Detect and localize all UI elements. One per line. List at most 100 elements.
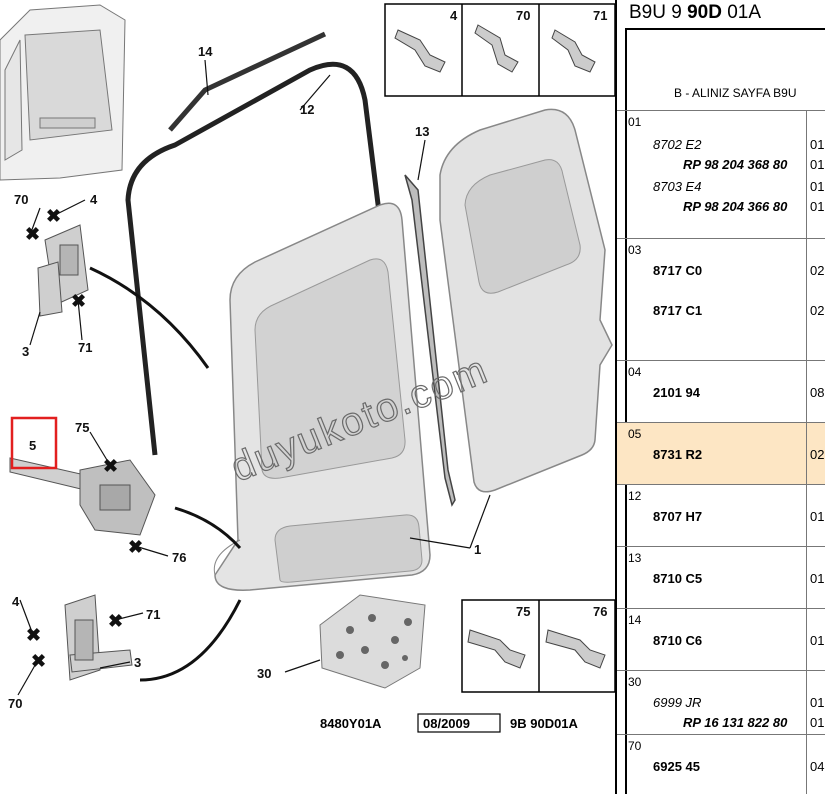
svg-text:✖: ✖ bbox=[26, 625, 41, 645]
part-quantity: 02 bbox=[810, 263, 825, 278]
part-quantity: 01 bbox=[810, 509, 825, 524]
qty-column-divider bbox=[806, 735, 807, 794]
van-thumbnail bbox=[0, 4, 126, 181]
part-number: 8710 C5 bbox=[653, 571, 703, 586]
parts-row-05[interactable]: 05 8731 R2 02 bbox=[617, 422, 825, 484]
part-quantity: 01 bbox=[810, 633, 825, 648]
footer-date: 08/2009 bbox=[423, 716, 470, 731]
part-quantity: 01 bbox=[810, 199, 825, 214]
screw-box-4-70-71 bbox=[384, 3, 615, 97]
callout-71-lower[interactable]: 71 bbox=[146, 607, 160, 622]
callout-4-lower[interactable]: 4 bbox=[12, 594, 20, 609]
diagram-canvas: ✖ ✖ ✖ ✖ ✖ ✖ ✖ ✖ 14 12 13 1 70 4 3 71 5 7 bbox=[0, 3, 615, 733]
callout-3-lower[interactable]: 3 bbox=[134, 655, 141, 670]
parts-row-12[interactable]: 12 8707 H7 01 bbox=[617, 484, 825, 546]
hinge-guide-line-lower bbox=[139, 599, 242, 682]
box-label-71[interactable]: 71 bbox=[593, 8, 607, 23]
parts-row-14[interactable]: 14 8710 C6 01 bbox=[617, 608, 825, 670]
header-divider bbox=[625, 28, 825, 30]
row-reference-number: 04 bbox=[628, 365, 642, 379]
parts-diagram: ✖ ✖ ✖ ✖ ✖ ✖ ✖ ✖ 14 12 13 1 70 4 3 71 5 7 bbox=[0, 3, 615, 733]
row-reference-number: 70 bbox=[628, 739, 642, 753]
callout-70-lower[interactable]: 70 bbox=[8, 696, 22, 711]
part-quantity: 01 bbox=[810, 137, 825, 152]
lower-hinge bbox=[64, 594, 133, 681]
row-reference-number: 12 bbox=[628, 489, 642, 503]
seal-13 bbox=[404, 174, 456, 507]
callout-12[interactable]: 12 bbox=[300, 102, 314, 117]
part-number: 8717 C1 bbox=[653, 303, 703, 318]
callout-70-upper[interactable]: 70 bbox=[14, 192, 28, 207]
callout-30[interactable]: 30 bbox=[257, 666, 271, 681]
qty-column-divider bbox=[806, 111, 807, 238]
part-number: 8731 R2 bbox=[653, 447, 703, 462]
qty-column-divider bbox=[806, 609, 807, 670]
part-number: 8710 C6 bbox=[653, 633, 703, 648]
part-quantity: 01 bbox=[810, 715, 825, 730]
part-quantity: 01 bbox=[810, 695, 825, 710]
svg-text:✖: ✖ bbox=[128, 537, 143, 557]
svg-text:✖: ✖ bbox=[71, 291, 86, 311]
box-label-75[interactable]: 75 bbox=[516, 604, 530, 619]
callout-5[interactable]: 5 bbox=[29, 438, 36, 453]
box-label-70[interactable]: 70 bbox=[516, 8, 530, 23]
part-number: 8707 H7 bbox=[653, 509, 703, 524]
row-reference-number: 01 bbox=[628, 115, 642, 129]
footer-code-1: 8480Y01A bbox=[320, 716, 382, 731]
part-quantity: 01 bbox=[810, 179, 825, 194]
parts-row-70[interactable]: 70 6925 45 04 bbox=[617, 734, 825, 794]
qty-column-divider bbox=[806, 485, 807, 546]
part-quantity: 04 bbox=[810, 759, 825, 774]
part-quantity: 02 bbox=[810, 447, 825, 462]
footer-date-box bbox=[417, 713, 501, 733]
seal-strip-14 bbox=[168, 31, 327, 132]
callout-76[interactable]: 76 bbox=[172, 550, 186, 565]
selected-callout-box[interactable] bbox=[10, 416, 58, 470]
part-number: 8702 E2 bbox=[653, 137, 702, 152]
door-check-strap bbox=[9, 457, 156, 536]
box-label-4[interactable]: 4 bbox=[450, 8, 458, 23]
parts-row-13[interactable]: 13 8710 C5 01 bbox=[617, 546, 825, 608]
qty-column-divider bbox=[806, 361, 807, 422]
screw-box-75-76 bbox=[461, 599, 615, 693]
callout-14[interactable]: 14 bbox=[198, 44, 213, 59]
footer-code-2: 9B 90D01A bbox=[510, 716, 579, 731]
callout-71-upper[interactable]: 71 bbox=[78, 340, 92, 355]
svg-text:✖: ✖ bbox=[103, 456, 118, 476]
door-seal-12 bbox=[125, 61, 393, 456]
row-reference-number: 14 bbox=[628, 613, 642, 627]
part-number: 6925 45 bbox=[653, 759, 700, 774]
hinge-guide-line-upper bbox=[89, 266, 210, 369]
screw-marks: ✖ ✖ ✖ ✖ ✖ ✖ ✖ ✖ bbox=[25, 206, 143, 671]
row-reference-number: 13 bbox=[628, 551, 642, 565]
part-number: RP 98 204 366 80 bbox=[683, 199, 788, 214]
right-door-panel bbox=[439, 108, 613, 493]
row-reference-number: 05 bbox=[628, 427, 642, 441]
part-number: RP 98 204 368 80 bbox=[683, 157, 788, 172]
clip-bag-30 bbox=[319, 594, 426, 689]
qty-column-divider bbox=[806, 423, 807, 484]
row-reference-number: 03 bbox=[628, 243, 642, 257]
callout-4-upper[interactable]: 4 bbox=[90, 192, 98, 207]
part-quantity: 01 bbox=[810, 157, 825, 172]
panel-subheader: B - ALINIZ SAYFA B9U bbox=[674, 86, 797, 100]
qty-column-divider bbox=[806, 547, 807, 608]
leader-lines bbox=[17, 59, 491, 696]
callout-1[interactable]: 1 bbox=[474, 542, 481, 557]
qty-column-divider bbox=[806, 239, 807, 360]
left-door-panel bbox=[213, 202, 431, 591]
box-label-76[interactable]: 76 bbox=[593, 604, 607, 619]
callout-75[interactable]: 75 bbox=[75, 420, 89, 435]
part-quantity: 01 bbox=[810, 571, 825, 586]
callout-13[interactable]: 13 bbox=[415, 124, 429, 139]
part-quantity: 08 bbox=[810, 385, 825, 400]
svg-text:✖: ✖ bbox=[25, 224, 40, 244]
part-number: RP 16 131 822 80 bbox=[683, 715, 788, 730]
part-number: 8703 E4 bbox=[653, 179, 702, 194]
callout-3-upper[interactable]: 3 bbox=[22, 344, 29, 359]
